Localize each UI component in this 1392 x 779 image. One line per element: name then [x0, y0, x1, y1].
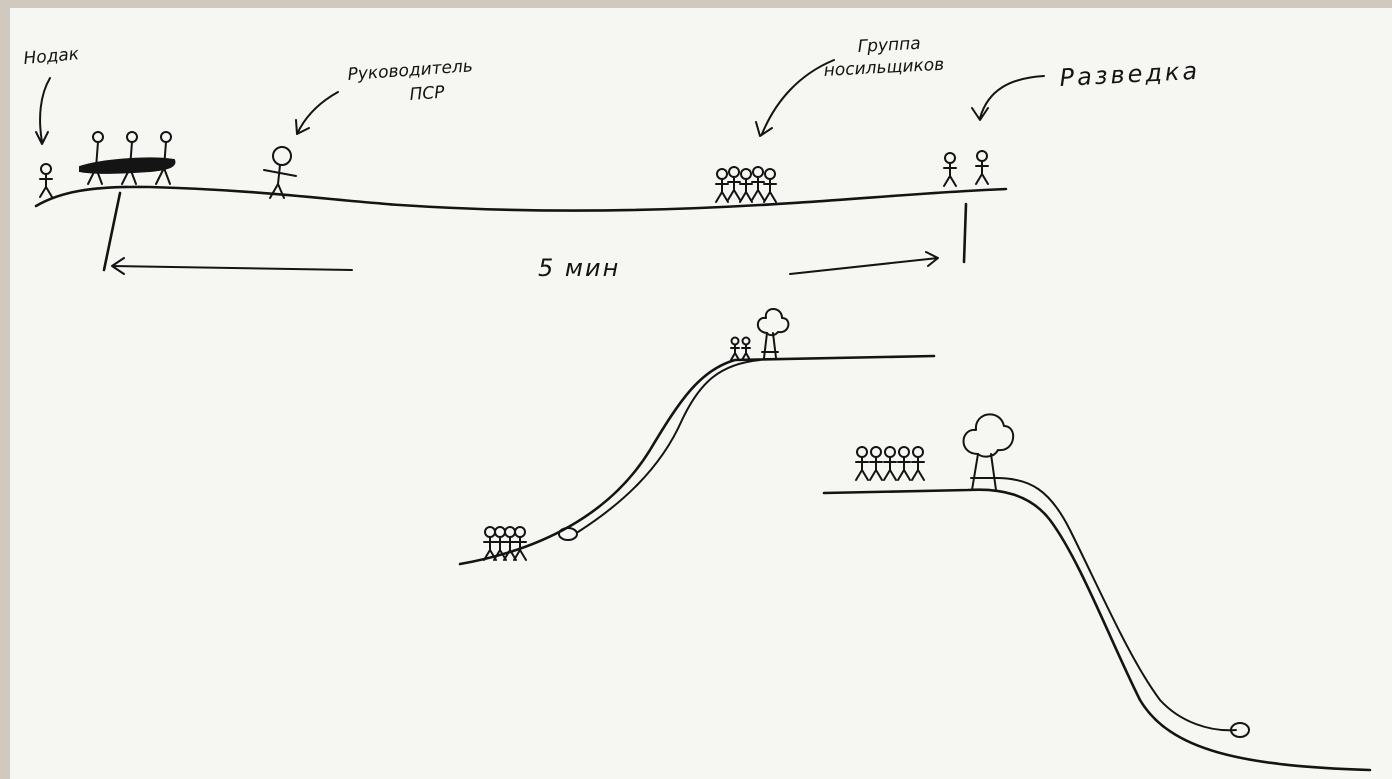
paper-sheet — [10, 8, 1392, 779]
ascent-slope — [458, 354, 936, 566]
stretcher — [79, 157, 176, 174]
descent-scene — [822, 413, 1372, 772]
rope-anchor-loop — [1230, 722, 1250, 738]
leader-figure — [263, 146, 297, 199]
leader-pointer-arrow — [295, 91, 339, 135]
distance-marker: 5 мин — [102, 191, 968, 282]
label-leader-line2: ПСР — [409, 83, 446, 105]
label-porters-line1: Группа — [857, 34, 921, 57]
label-tail: Нодак — [23, 44, 81, 69]
scouts-pointer-arrow — [971, 75, 1045, 121]
stretcher-group — [79, 131, 176, 185]
carrier-figure — [121, 131, 138, 185]
tail-pointer-arrow — [35, 77, 51, 145]
carrier-figure — [155, 131, 172, 185]
descent-rope — [995, 477, 1237, 732]
rope-anchor-loop — [558, 527, 578, 541]
label-distance: 5 мин — [538, 254, 620, 282]
descent-slope — [822, 488, 1372, 772]
trail-line — [34, 185, 1008, 212]
ascent-scene — [458, 308, 936, 566]
ascent-rope — [577, 359, 761, 533]
porters-pointer-arrow — [755, 59, 835, 137]
carrier-figure — [87, 131, 104, 185]
